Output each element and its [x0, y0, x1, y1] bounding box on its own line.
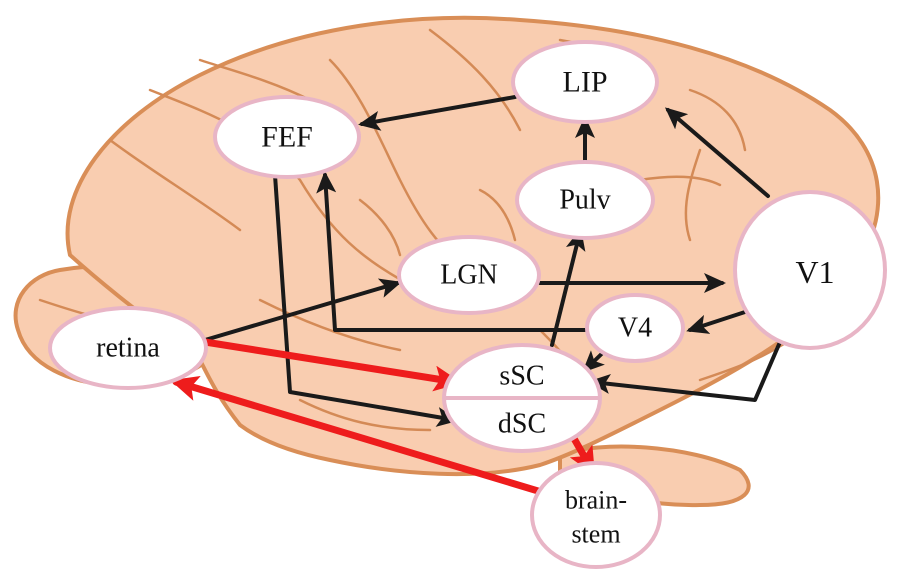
nodes [48, 40, 887, 569]
node-v1 [733, 190, 887, 350]
label-retina: retina [96, 333, 160, 364]
arrow-v1-to-lip [664, 107, 770, 198]
label-lgn: LGN [440, 260, 498, 291]
node-brainstem [530, 461, 662, 569]
arrow-ssc-to-pulv [550, 228, 586, 347]
node-v4 [585, 293, 685, 363]
label-v4: V4 [618, 313, 652, 344]
arrow-v1-to-v4 [686, 310, 747, 334]
arrow-lip-to-fef [358, 95, 517, 131]
arrow-fef-to-dsc [273, 173, 459, 427]
arrow-v4-to-fef [316, 171, 587, 332]
arrow-retina-to-ssc [201, 338, 462, 392]
label-pulv: Pulv [559, 185, 610, 216]
label-fef: FEF [261, 121, 313, 154]
node-pulv [515, 160, 655, 240]
node-lgn [397, 235, 541, 315]
label-ssc: sSC [499, 361, 544, 392]
arrow-retina-to-lgn [203, 278, 402, 342]
node-fef [213, 95, 361, 179]
label-dsc: dSC [498, 409, 546, 440]
arrow-brainstem-to-retina [170, 375, 552, 498]
node-retina [48, 306, 208, 390]
arrow-v1-to-ssc [588, 340, 782, 402]
black-arrows [203, 95, 782, 427]
label-v1: V1 [795, 254, 834, 290]
label-brainstem-line2: stem [571, 520, 620, 549]
label-brainstem-line1: brain- [565, 486, 627, 515]
label-lip: LIP [563, 66, 608, 99]
node-lip [511, 40, 659, 124]
